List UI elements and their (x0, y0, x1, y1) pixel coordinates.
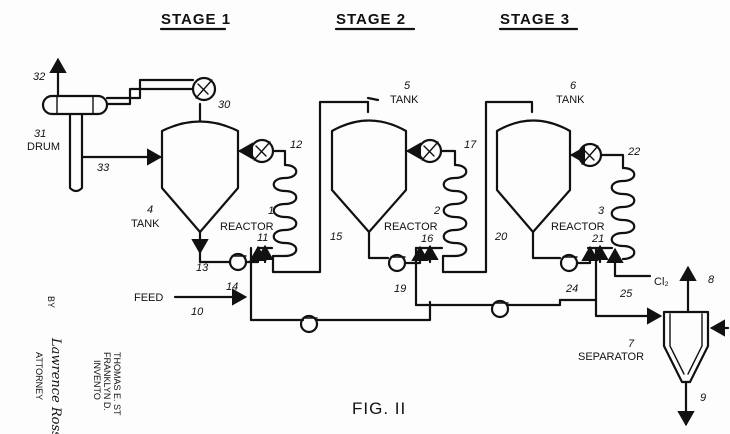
condenser-to-drum-line (105, 87, 195, 106)
pump-stage3 (559, 253, 579, 273)
stage-1-header: STAGE 1 (161, 11, 231, 28)
margin-by-block: BY (46, 296, 56, 308)
label-5: 5 (404, 80, 411, 92)
condenser-22 (577, 142, 603, 168)
pump-stage2 (387, 253, 407, 273)
margin-attorney-block: ATTORNEY (34, 352, 44, 400)
margin-inventor-2: FRANKLYN D. (102, 352, 112, 411)
label-reactor-3: REACTOR (551, 221, 605, 233)
svg-text:THOMAS E. ST: THOMAS E. ST (112, 352, 122, 416)
label-tank-4: TANK (131, 218, 160, 230)
label-chlorine: Cl₂ (654, 276, 669, 288)
label-32: 32 (33, 71, 45, 83)
label-8: 8 (708, 274, 715, 286)
label-reactor-1: REACTOR (220, 221, 274, 233)
label-11: 11 (257, 232, 268, 244)
condenser-30 (191, 76, 217, 102)
exchanger1-to-coil (271, 149, 287, 167)
recycle-line (249, 295, 305, 322)
label-20: 20 (494, 231, 508, 243)
pump-13 (228, 252, 248, 272)
label-31: 31 (34, 128, 46, 140)
margin-by: BY (46, 296, 56, 308)
label-24: 24 (565, 283, 578, 295)
label-4: 4 (147, 204, 153, 216)
label-33: 33 (97, 162, 110, 174)
chlorine-feed-25 (606, 247, 652, 278)
pump2-to-reactor2 (403, 245, 429, 265)
figure-label: FIG. II (352, 399, 406, 418)
svg-text:INVENTO: INVENTO (92, 360, 102, 400)
label-25: 25 (619, 288, 633, 300)
margin-signature-block: Lawrence Ross (48, 337, 63, 434)
stage-2-header: STAGE 2 (336, 11, 406, 28)
label-tank-5: TANK (390, 94, 419, 106)
recycle-pump-2 (490, 299, 510, 319)
label-17: 17 (464, 139, 477, 151)
label-7: 7 (628, 338, 635, 350)
margin-inventor-3: INVENTO (92, 360, 102, 400)
label-drum: DRUM (27, 141, 60, 153)
recycle-line-right (506, 298, 562, 307)
line-15 (271, 100, 370, 274)
recycle-line-mid (315, 300, 432, 322)
label-feed: FEED (134, 292, 163, 304)
exchanger2-to-coil (439, 149, 457, 167)
tank-4 (160, 120, 240, 234)
svg-text:FRANKLYN D.: FRANKLYN D. (102, 352, 112, 411)
label-14: 14 (226, 281, 238, 293)
reactor-1-coil (272, 163, 298, 258)
tank-5 (330, 119, 408, 234)
label-19: 19 (394, 283, 406, 295)
label-separator: SEPARATOR (578, 351, 644, 363)
stage-3-header: STAGE 3 (500, 11, 570, 28)
drum-leg (68, 112, 84, 193)
label-12: 12 (290, 139, 302, 151)
pump3-to-reactor3 (575, 245, 599, 265)
label-3: 3 (598, 205, 605, 217)
margin-signature: Lawrence Ross (48, 337, 63, 434)
tank-6 (495, 119, 572, 234)
reactor-2-coil (442, 163, 468, 258)
label-6: 6 (570, 80, 577, 92)
drum-31 (41, 94, 109, 116)
label-13: 13 (196, 262, 209, 274)
label-16: 16 (421, 233, 434, 245)
condenser-stage1 (249, 138, 275, 164)
label-reactor-2: REACTOR (384, 221, 438, 233)
reactor-3-coil (610, 166, 636, 261)
separator-7 (662, 310, 710, 384)
margin-inventor-1: THOMAS E. ST (112, 352, 122, 416)
label-9: 9 (700, 392, 706, 404)
tank4-to-pump13 (198, 250, 232, 264)
label-2: 2 (433, 205, 440, 217)
label-21: 21 (591, 233, 604, 245)
label-30: 30 (218, 99, 231, 111)
tank5-outlet (367, 230, 390, 260)
label-1: 1 (268, 205, 274, 217)
tank5-top (366, 96, 380, 102)
label-tank-6: TANK (556, 94, 585, 106)
line-20 (441, 100, 534, 274)
exchanger3-to-coil (599, 153, 625, 170)
to-separator (594, 298, 663, 325)
margin-attorney: ATTORNEY (34, 352, 44, 400)
label-22: 22 (627, 146, 640, 158)
condenser-17 (417, 138, 443, 164)
label-15: 15 (330, 231, 343, 243)
tank6-outlet (531, 230, 562, 260)
label-10: 10 (191, 306, 204, 318)
drum-to-condenser-line (105, 78, 195, 100)
recycle-pump-1 (299, 314, 319, 334)
